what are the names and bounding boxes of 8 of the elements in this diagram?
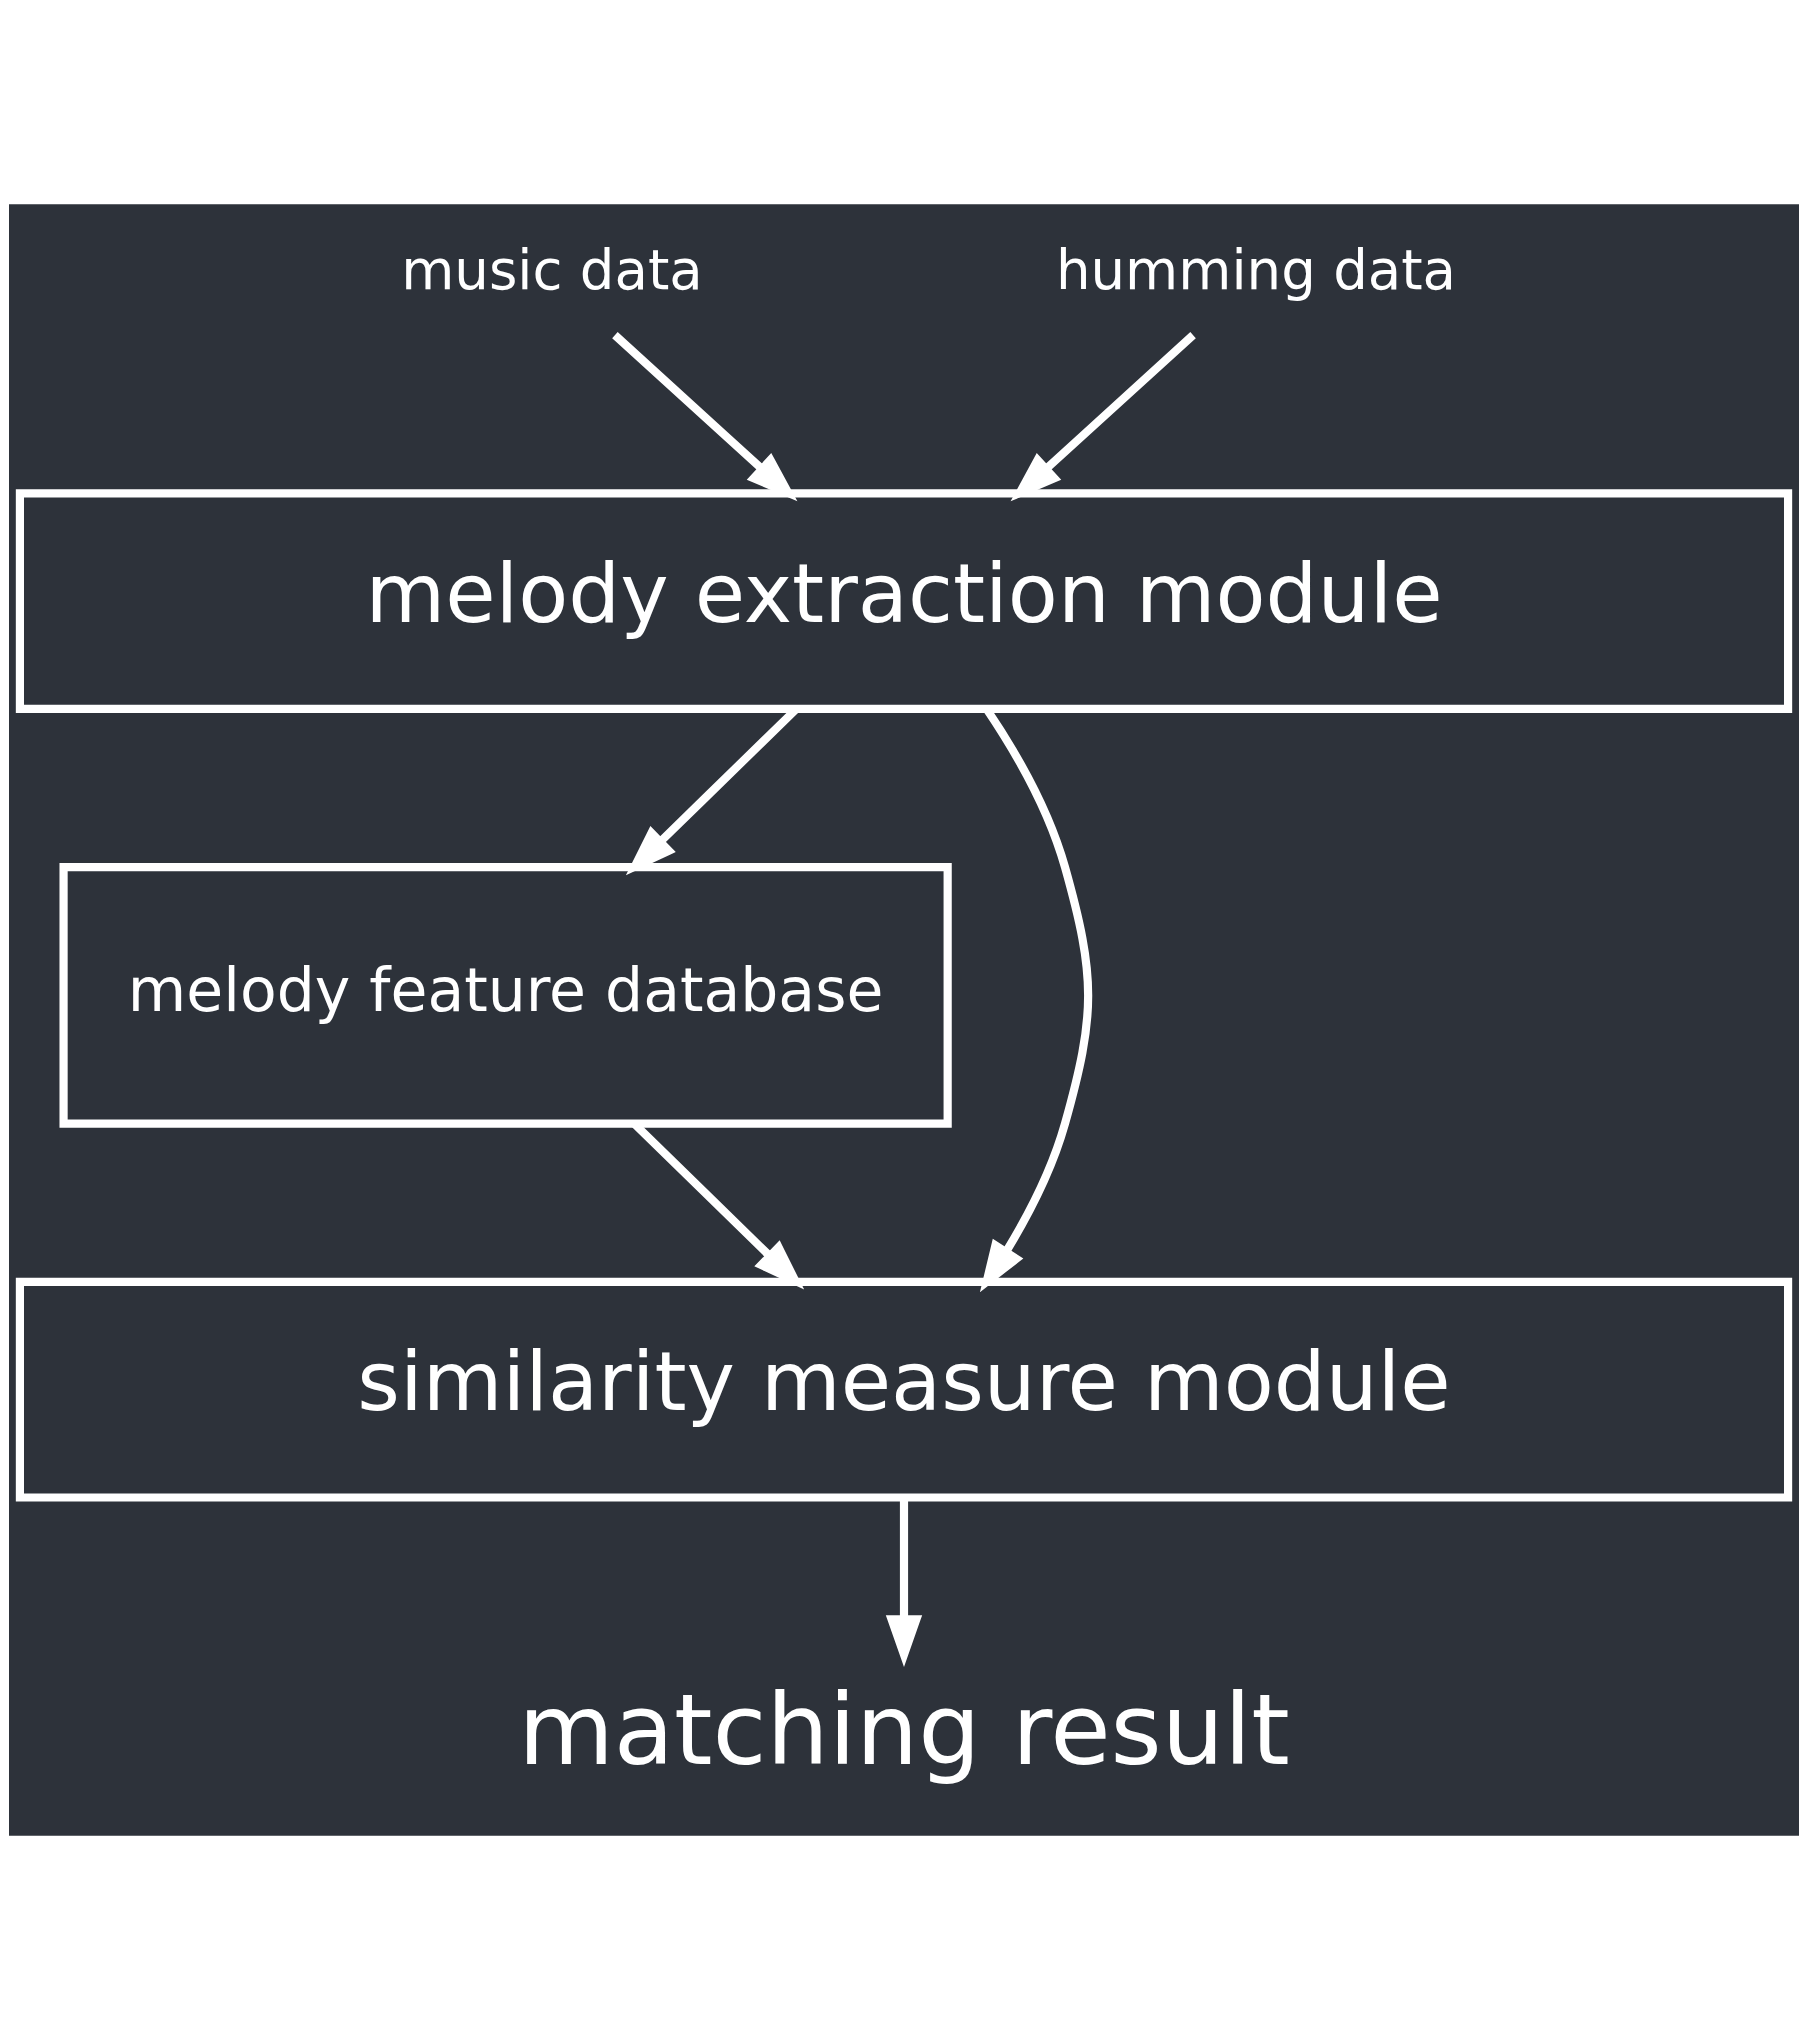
arrow (1010, 332, 1196, 502)
node-text: matching result (517, 1673, 1290, 1788)
node-text: music data (400, 237, 703, 302)
node-text: humming data (1055, 237, 1456, 302)
node-box: melody feature database (58, 863, 952, 1128)
node-box: melody extraction module (15, 489, 1792, 714)
node-box: similarity measure module (15, 1277, 1792, 1502)
arrow (611, 332, 797, 502)
